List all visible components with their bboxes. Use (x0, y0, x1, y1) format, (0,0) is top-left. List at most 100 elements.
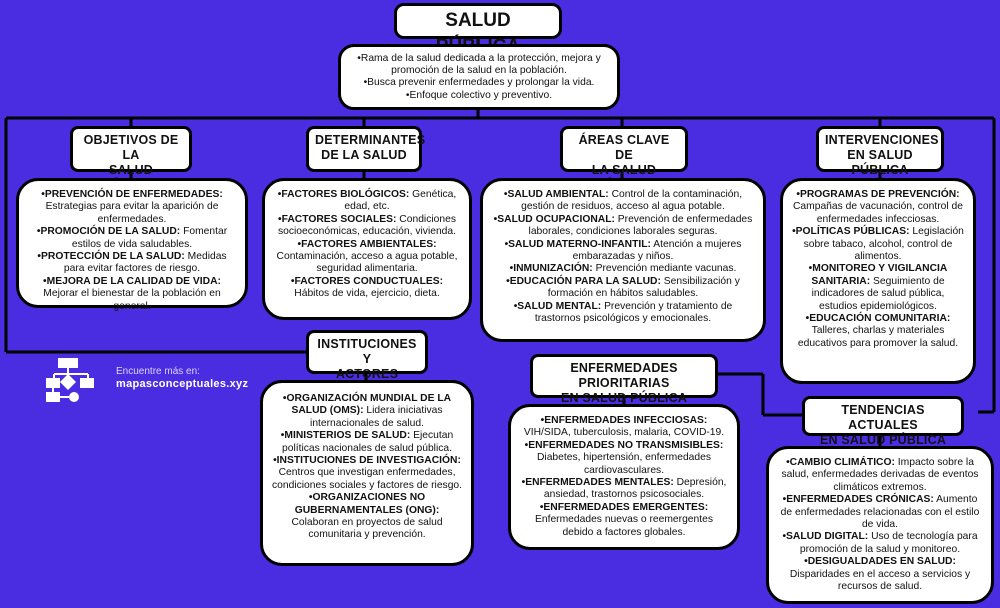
item-label: •EDUCACIÓN COMUNITARIA: (805, 313, 951, 325)
header-line: EN SALUD PÚBLICA (819, 433, 947, 447)
list-item: •FACTORES CONDUCTUALES: Hábitos de vida,… (273, 276, 461, 301)
item-text: Centros que investigan enfermedades, con… (271, 467, 463, 491)
item-text: Control de la contaminación, gestión de … (521, 189, 743, 213)
header-line: INTERVENCIONES (825, 133, 939, 147)
item-label: •ORGANIZACIONES NO GUBERNAMENTALES (ONG)… (294, 492, 440, 516)
list-item: •CAMBIO CLIMÁTICO: Impacto sobre la salu… (777, 457, 983, 494)
item-text: Legislación sobre tabaco, alcohol, contr… (803, 226, 964, 263)
intervenciones-header: INTERVENCIONES EN SALUD PÚBLICA (816, 126, 944, 177)
list-item: •SALUD MATERNO-INFANTIL: Atención a muje… (493, 239, 753, 264)
item-label: •ORGANIZACIÓN MUNDIAL DE LA SALUD (OMS): (282, 393, 452, 417)
list-item: •ENFERMEDADES NO TRANSMISIBLES: Diabetes… (519, 440, 729, 477)
header-line: TENDENCIAS ACTUALES (841, 403, 925, 432)
list-item: •ORGANIZACIÓN MUNDIAL DE LA SALUD (OMS):… (271, 393, 463, 430)
item-text: Prevención mediante vacunas. (592, 263, 737, 275)
intro-line: •Busca prevenir enfermedades y prolongar… (363, 77, 595, 89)
header-line: EN SALUD PÚBLICA (847, 148, 913, 177)
item-label: •SALUD DIGITAL: (782, 531, 869, 543)
list-item: •MINISTERIOS DE SALUD: Ejecutan política… (271, 430, 463, 455)
item-text: Atención a mujeres embarazadas y niños. (572, 238, 742, 263)
item-label: •ENFERMEDADES MENTALES: (521, 477, 674, 489)
list-item: •FACTORES BIOLÓGICOS: Genética, edad, et… (273, 189, 461, 214)
areas-content: •SALUD AMBIENTAL: Control de la contamin… (480, 178, 766, 342)
page-title: SALUD PÚBLICA (394, 3, 562, 57)
item-text: Enfermedades nuevas o reemergentes debid… (534, 514, 713, 538)
list-item: •FACTORES SOCIALES: Condiciones socioeco… (273, 214, 461, 239)
intervenciones-content: •PROGRAMAS DE PREVENCIÓN: Campañas de va… (780, 178, 976, 384)
tendencias-content: •CAMBIO CLIMÁTICO: Impacto sobre la salu… (766, 446, 994, 604)
item-text: Uso de tecnología para promoción de la s… (799, 531, 978, 555)
item-text: Diabetes, hipertensión, enfermedades car… (536, 452, 711, 476)
header-line: ÁREAS CLAVE DE (578, 133, 670, 162)
brand-url[interactable]: mapasconceptuales.xyz (116, 378, 249, 390)
item-text: Genética, edad, etc. (344, 189, 457, 213)
list-item: •MONITOREO Y VIGILANCIA SANITARIA: Segui… (791, 263, 965, 313)
item-text: Seguimiento de indicadores de salud públ… (811, 275, 945, 312)
item-label: •SALUD MATERNO-INFANTIL: (504, 238, 651, 250)
list-item: •PREVENCIÓN DE ENFERMEDADES: Estrategias… (29, 189, 235, 226)
item-label: •SALUD MENTAL: (513, 300, 602, 312)
item-label: •FACTORES BIOLÓGICOS: (277, 189, 410, 200)
list-item: •ENFERMEDADES INFECCIOSAS: VIH/SIDA, tub… (519, 415, 729, 440)
brand-tagline: Encuentre más en: (116, 366, 200, 377)
item-label: •INSTITUCIONES DE INVESTIGACIÓN: (273, 455, 461, 467)
header-line: DETERMINANTES (315, 133, 426, 147)
item-label: •ENFERMEDADES EMERGENTES: (539, 501, 709, 513)
item-label: •MONITOREO Y VIGILANCIA SANITARIA: (808, 263, 948, 287)
intro-box: •Rama de la salud dedicada a la protecci… (338, 44, 620, 110)
item-text: Sensibilización y formación en hábitos s… (547, 275, 740, 300)
item-text: Estrategias para evitar la aparición de … (45, 201, 219, 225)
list-item: •POLÍTICAS PÚBLICAS: Legislación sobre t… (791, 226, 965, 263)
header-line: INSTITUCIONES Y (317, 337, 417, 366)
header-line: OBJETIVOS DE LA (83, 133, 179, 162)
header-line: ENFERMEDADES PRIORITARIAS (570, 361, 678, 390)
header-line: EN SALUD PÚBLICA (560, 391, 688, 405)
list-item: •PROTECCIÓN DE LA SALUD: Medidas para ev… (29, 251, 235, 276)
item-label: •ENFERMEDADES NO TRANSMISIBLES: (524, 439, 724, 451)
intro-line: •Rama de la salud dedicada a la protecci… (357, 53, 601, 77)
list-item: •FACTORES AMBIENTALES: Contaminación, ac… (273, 239, 461, 276)
item-label: •MEJORA DE LA CALIDAD DE VIDA: (43, 275, 221, 287)
item-text: Condiciones socioeconómicas, educación, … (277, 213, 456, 238)
list-item: •EDUCACIÓN PARA LA SALUD: Sensibilizació… (493, 276, 753, 301)
item-label: •PROGRAMAS DE PREVENCIÓN: (796, 189, 960, 200)
item-label: •DESIGUALDADES EN SALUD: (804, 556, 956, 568)
item-label: •EDUCACIÓN PARA LA SALUD: (506, 275, 661, 287)
list-item: •PROMOCIÓN DE LA SALUD: Fomentar estilos… (29, 226, 235, 251)
list-item: •SALUD OCUPACIONAL: Prevención de enferm… (493, 214, 753, 239)
item-text: Colaboran en proyectos de salud comunita… (291, 517, 443, 541)
flowchart-logo-icon (46, 358, 94, 402)
item-label: •FACTORES SOCIALES: (278, 213, 397, 225)
list-item: •SALUD MENTAL: Prevención y tratamiento … (493, 301, 753, 326)
item-label: •ENFERMEDADES CRÓNICAS: (782, 494, 934, 506)
item-text: VIH/SIDA, tuberculosis, malaria, COVID-1… (523, 427, 725, 439)
item-text: Ejecutan políticas nacionales de salud p… (281, 430, 454, 454)
brand-watermark: Encuentre más en: mapasconceptuales.xyz (44, 356, 248, 404)
enfermedades-header: ENFERMEDADES PRIORITARIAS EN SALUD PÚBLI… (530, 354, 718, 405)
intro-line: •Enfoque colectivo y preventivo. (405, 89, 553, 101)
item-text: Medidas para evitar factores de riesgo. (63, 251, 227, 275)
item-label: •PROMOCIÓN DE LA SALUD: (36, 226, 181, 238)
item-text: Prevención y tratamiento de trastornos p… (534, 300, 733, 325)
item-text: Mejorar el bienestar de la población en … (43, 288, 221, 312)
item-label: •INMUNIZACIÓN: (509, 263, 593, 275)
item-label: •FACTORES AMBIENTALES: (297, 238, 437, 250)
item-text: Disparidades en el acceso a servicios y … (789, 568, 971, 593)
list-item: •ORGANIZACIONES NO GUBERNAMENTALES (ONG)… (271, 492, 463, 542)
tendencias-header: TENDENCIAS ACTUALES EN SALUD PÚBLICA (802, 396, 964, 447)
instituciones-content: •ORGANIZACIÓN MUNDIAL DE LA SALUD (OMS):… (260, 380, 474, 566)
list-item: •SALUD AMBIENTAL: Control de la contamin… (493, 189, 753, 214)
list-item: •INMUNIZACIÓN: Prevención mediante vacun… (493, 263, 753, 275)
item-text: Aumento de enfermedades relacionadas con… (780, 494, 980, 531)
item-label: •FACTORES CONDUCTUALES: (290, 275, 444, 287)
list-item: •ENFERMEDADES EMERGENTES: Enfermedades n… (519, 502, 729, 539)
item-label: •ENFERMEDADES INFECCIOSAS: (540, 415, 708, 426)
item-text: Fomentar estilos de vida saludables. (71, 226, 228, 250)
header-line: DE LA SALUD (321, 148, 407, 162)
item-text: Campañas de vacunación, control de enfer… (792, 201, 963, 225)
objetivos-header: OBJETIVOS DE LA SALUD PÚBLICA (70, 126, 192, 192)
instituciones-header: INSTITUCIONES Y ACTORES CLAVE (306, 330, 428, 396)
item-text: Prevención de enfermedades laborales, co… (528, 213, 753, 238)
item-label: •CAMBIO CLIMÁTICO: (786, 457, 895, 468)
enfermedades-content: •ENFERMEDADES INFECCIOSAS: VIH/SIDA, tub… (508, 404, 740, 550)
